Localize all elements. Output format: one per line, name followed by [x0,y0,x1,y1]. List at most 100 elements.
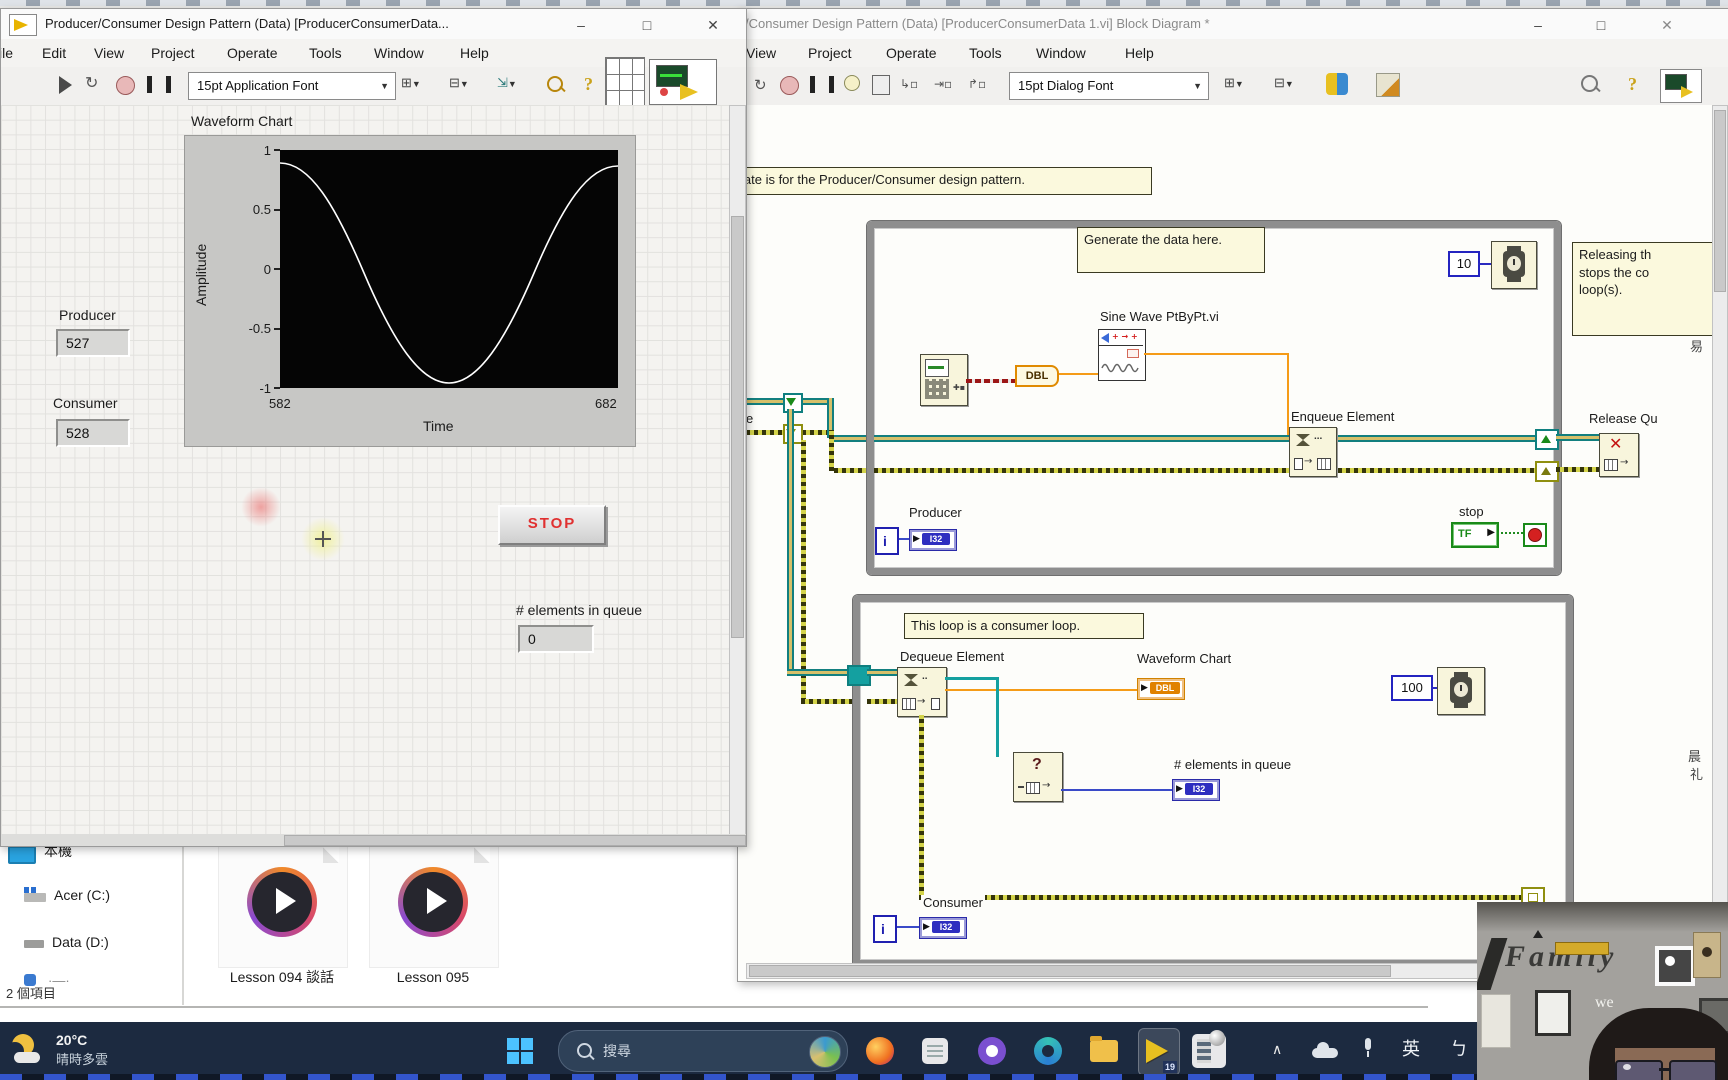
run-continuous-icon[interactable]: ↻ [754,76,767,94]
abort-icon[interactable] [780,76,799,95]
distribute-objects-button[interactable]: ⊟▼ [1274,75,1294,90]
menu-help[interactable]: Help [1125,45,1154,61]
tick-mark [274,387,280,389]
enqueue-element-node[interactable]: ... → [1289,427,1337,477]
fp-horizontal-scrollbar[interactable] [284,835,746,846]
fp-titlebar[interactable]: Producer/Consumer Design Pattern (Data) … [1,9,746,40]
menu-tools[interactable]: Tools [969,45,1002,61]
loop-condition-terminal[interactable] [1523,523,1547,547]
fp-vertical-scrollbar[interactable] [729,105,746,836]
release-queue-node[interactable]: ✕ → [1599,433,1639,477]
file-card[interactable] [218,846,348,968]
maximize-icon[interactable]: □ [1596,17,1606,33]
fp-font-selector[interactable]: 15pt Application Font ▼ [188,72,396,100]
menu-window[interactable]: Window [1036,45,1086,61]
queue-count-i32-indicator[interactable]: ▶ I32 [1172,779,1220,801]
file-card[interactable] [369,846,499,968]
tray-chevron-icon[interactable]: ∧ [1272,1042,1283,1058]
align-objects-button[interactable]: ⊞▼ [401,75,421,90]
menu-file[interactable]: ile [0,45,14,61]
firefox-icon[interactable] [866,1037,894,1065]
abort-icon[interactable] [116,76,135,95]
search-box[interactable]: 搜尋 [558,1030,848,1072]
wait-ms-constant[interactable]: 10 [1448,251,1480,277]
scrollbar-thumb[interactable] [749,965,1391,977]
retain-wire-values-icon[interactable] [872,75,890,95]
context-help-icon[interactable]: ? [1628,74,1637,94]
producer-i32-indicator[interactable]: ▶ I32 [909,529,957,551]
ime-language-button[interactable]: 英 [1402,1039,1420,1059]
ime-mode-button[interactable]: ㄅ [1450,1039,1468,1059]
files-app-icon[interactable] [922,1038,948,1064]
weather-widget[interactable]: 20°C 晴時多雲 [4,1026,174,1076]
menu-tools[interactable]: Tools [309,45,342,61]
file-name[interactable]: Lesson 094 談話 [229,969,335,985]
maximize-icon[interactable]: □ [642,17,652,33]
consumer-i32-indicator[interactable]: ▶ I32 [919,917,967,939]
scrollbar-thumb[interactable] [731,216,744,638]
consumer-clock-icon[interactable] [1437,667,1485,715]
media-app-icon[interactable] [1192,1030,1226,1068]
cleanup-diagram-icon[interactable] [1376,73,1400,97]
i32-glyph: I32 [922,533,950,545]
waveform-chart-dbl-indicator[interactable]: ▶ DBL [1137,678,1185,700]
folder-icon[interactable] [1090,1036,1118,1062]
front-panel-window[interactable]: Producer/Consumer Design Pattern (Data) … [0,8,747,847]
pause-icon[interactable] [147,76,171,93]
temperature-label: 20°C [56,1032,88,1048]
align-objects-button[interactable]: ⊞▼ [1224,75,1244,90]
menu-view[interactable]: View [746,45,777,61]
bd-vertical-scrollbar[interactable] [1712,105,1728,965]
menu-operate[interactable]: Operate [227,45,278,61]
triangle-down-icon [786,398,796,406]
menu-help[interactable]: Help [460,45,489,61]
start-button[interactable] [505,1036,535,1066]
close-icon[interactable]: ✕ [707,17,719,33]
bd-font-selector[interactable]: 15pt Dialog Font ▼ [1009,72,1209,100]
highlight-execution-icon[interactable] [844,75,860,91]
stop-tf-terminal[interactable]: TF ▶ [1451,522,1499,548]
tick-mark [274,328,280,330]
edge-icon[interactable] [1034,1037,1062,1065]
minimize-icon[interactable]: – [1534,17,1542,33]
labview-taskbar-slot[interactable]: 19 [1138,1028,1180,1076]
menu-project[interactable]: Project [151,45,195,61]
consumer-wait-constant[interactable]: 100 [1391,675,1433,701]
sine-wave-ptbypt-node[interactable]: + → + [1098,329,1146,381]
resize-objects-button[interactable]: ⇲▼ [497,75,517,90]
scrollbar-thumb[interactable] [1714,110,1726,292]
step-over-icon[interactable]: ⇥▫ [934,77,953,91]
pause-icon[interactable] [810,76,834,93]
run-continuous-icon[interactable]: ↻ [85,73,99,92]
queue-status-node[interactable]: ? → [1013,752,1063,802]
menu-edit[interactable]: Edit [42,45,67,61]
menu-view[interactable]: View [94,45,125,61]
menu-operate[interactable]: Operate [886,45,937,61]
data-generator-node[interactable]: ✚▪ [920,354,968,406]
step-into-icon[interactable]: ↳▫ [900,77,919,91]
microphone-icon[interactable] [1362,1038,1374,1057]
producer-while-loop[interactable] [867,221,1561,575]
search-icon [577,1043,592,1058]
search-icon[interactable] [547,76,566,93]
minimize-icon[interactable]: – [577,17,585,33]
chat-app-icon[interactable] [978,1037,1006,1065]
run-icon[interactable] [59,76,72,94]
file-name[interactable]: Lesson 095 [396,969,470,985]
distribute-objects-button[interactable]: ⊟▼ [449,75,469,90]
close-icon[interactable]: ✕ [1661,17,1673,33]
stop-button[interactable]: STOP [498,505,606,545]
dequeue-element-node[interactable]: .. → [897,667,947,717]
step-out-icon[interactable]: ↱▫ [968,77,987,91]
onedrive-cloud-icon[interactable] [1312,1042,1338,1058]
bd-horizontal-scrollbar[interactable] [746,963,1708,979]
menu-project[interactable]: Project [808,45,852,61]
menu-window[interactable]: Window [374,45,424,61]
waveform-chart[interactable]: 1 0.5 0 -0.5 -1 582 682 Time Amplitude [184,135,636,447]
reorder-button[interactable] [1326,73,1348,95]
context-help-icon[interactable]: ? [584,74,593,94]
block-diagram-window[interactable]: /Consumer Design Pattern (Data) [Produce… [737,8,1728,982]
wait-ms-clock-icon[interactable] [1491,241,1537,289]
search-icon[interactable] [1581,75,1601,93]
bd-titlebar[interactable]: /Consumer Design Pattern (Data) [Produce… [738,9,1728,40]
